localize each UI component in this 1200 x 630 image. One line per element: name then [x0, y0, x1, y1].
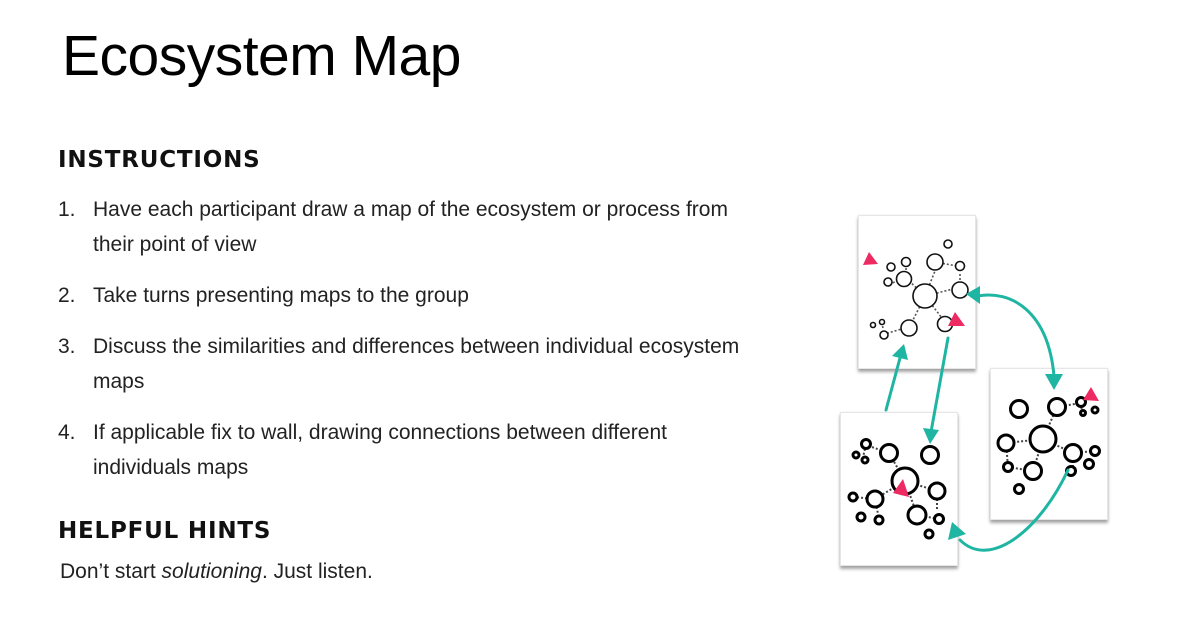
hint-text-end: . Just listen.	[261, 560, 373, 583]
marker-triangle-icon	[1083, 387, 1099, 401]
step-number: 1.	[58, 198, 76, 221]
instruction-step: 2. Take turns presenting maps to the gro…	[58, 278, 758, 313]
hints-heading: HELPFUL HINTS	[58, 518, 272, 544]
marker-triangle-icon	[863, 252, 878, 265]
hint-emphasis: solutioning	[161, 560, 262, 583]
step-text: Discuss the similarities and differences…	[93, 335, 740, 393]
network-sketch-icon	[847, 438, 947, 540]
network-sketch-icon	[863, 239, 969, 340]
marker-triangle-icon	[893, 479, 909, 497]
ecosystem-map-illustration	[820, 200, 1140, 600]
network-sketch-icon	[996, 387, 1101, 495]
step-number: 3.	[58, 335, 76, 358]
marker-triangle-icon	[948, 312, 965, 326]
instruction-step: 3. Discuss the similarities and differen…	[58, 329, 758, 399]
instructions-heading: INSTRUCTIONS	[58, 147, 261, 173]
hint-text-start: Don’t start	[60, 560, 162, 583]
map-sketch-3	[990, 368, 1108, 520]
instruction-step: 4. If applicable fix to wall, drawing co…	[58, 415, 758, 485]
step-number: 4.	[58, 421, 76, 444]
step-number: 2.	[58, 284, 76, 307]
step-text: Take turns presenting maps to the group	[93, 284, 469, 307]
step-text: Have each participant draw a map of the …	[93, 198, 728, 256]
instructions-list: 1. Have each participant draw a map of t…	[58, 192, 758, 501]
hint-text: Don’t start solutioning. Just listen.	[60, 560, 373, 584]
instruction-step: 1. Have each participant draw a map of t…	[58, 192, 758, 262]
map-sketch-2	[840, 412, 958, 566]
map-sketch-1	[858, 215, 976, 369]
page-title: Ecosystem Map	[62, 24, 461, 88]
step-text: If applicable fix to wall, drawing conne…	[93, 421, 667, 479]
